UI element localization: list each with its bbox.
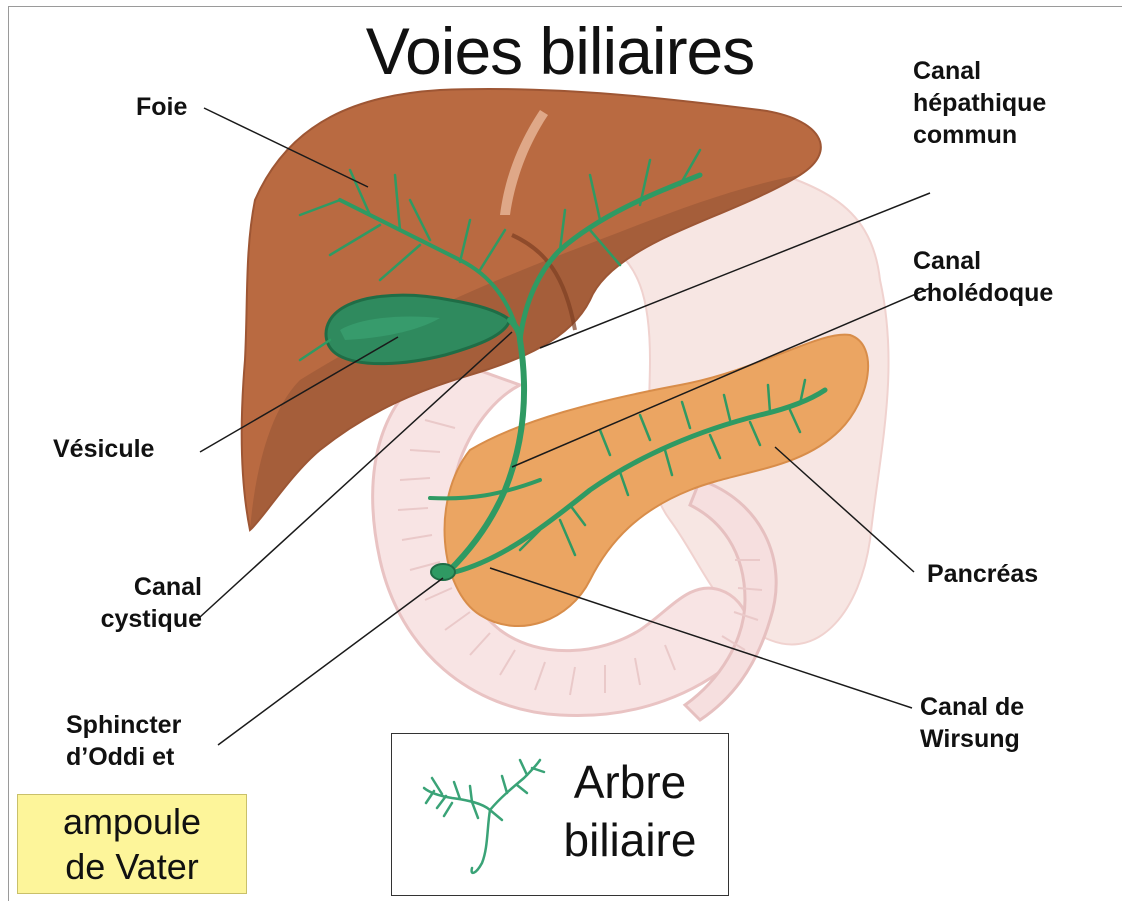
label-canal-choledoque-line1: Canal [913,246,1053,278]
label-canal-hepatique-line2: hépathique [913,88,1046,120]
arbre-biliaire-box: Arbre biliaire [391,733,729,896]
label-sphincter: Sphincter d’Oddi et [66,710,181,774]
label-canal-cystique-line2: cystique [62,604,202,636]
label-canal-wirsung-line2: Wirsung [920,724,1024,756]
label-canal-cystique: Canal cystique [62,572,202,636]
label-canal-choledoque-line2: cholédoque [913,278,1053,310]
label-canal-choledoque: Canal cholédoque [913,246,1053,310]
arbre-biliaire-line2: biliaire [540,812,720,870]
ampoule-vater-line2: de Vater [18,844,246,889]
label-canal-wirsung-line1: Canal de [920,692,1024,724]
label-canal-hepatique-line1: Canal [913,56,1046,88]
label-sphincter-line2: d’Oddi et [66,742,181,774]
label-foie: Foie [136,92,187,124]
leader-sphincter [218,578,443,745]
label-sphincter-line1: Sphincter [66,710,181,742]
label-canal-hepatique-line3: commun [913,120,1046,152]
page-title: Voies biliaires [300,18,820,84]
ampoule-vater-line1: ampoule [18,799,246,844]
ampoule-vater-box: ampoule de Vater [17,794,247,894]
arbre-biliaire-label: Arbre biliaire [540,754,720,869]
vater-ampulla [431,564,455,580]
biliary-tree-icon [412,748,552,888]
arbre-biliaire-line1: Arbre [540,754,720,812]
label-pancreas: Pancréas [927,559,1038,591]
label-canal-wirsung: Canal de Wirsung [920,692,1024,756]
label-canal-cystique-line1: Canal [62,572,202,604]
label-canal-hepatique: Canal hépathique commun [913,56,1046,151]
label-vesicule: Vésicule [53,434,154,466]
